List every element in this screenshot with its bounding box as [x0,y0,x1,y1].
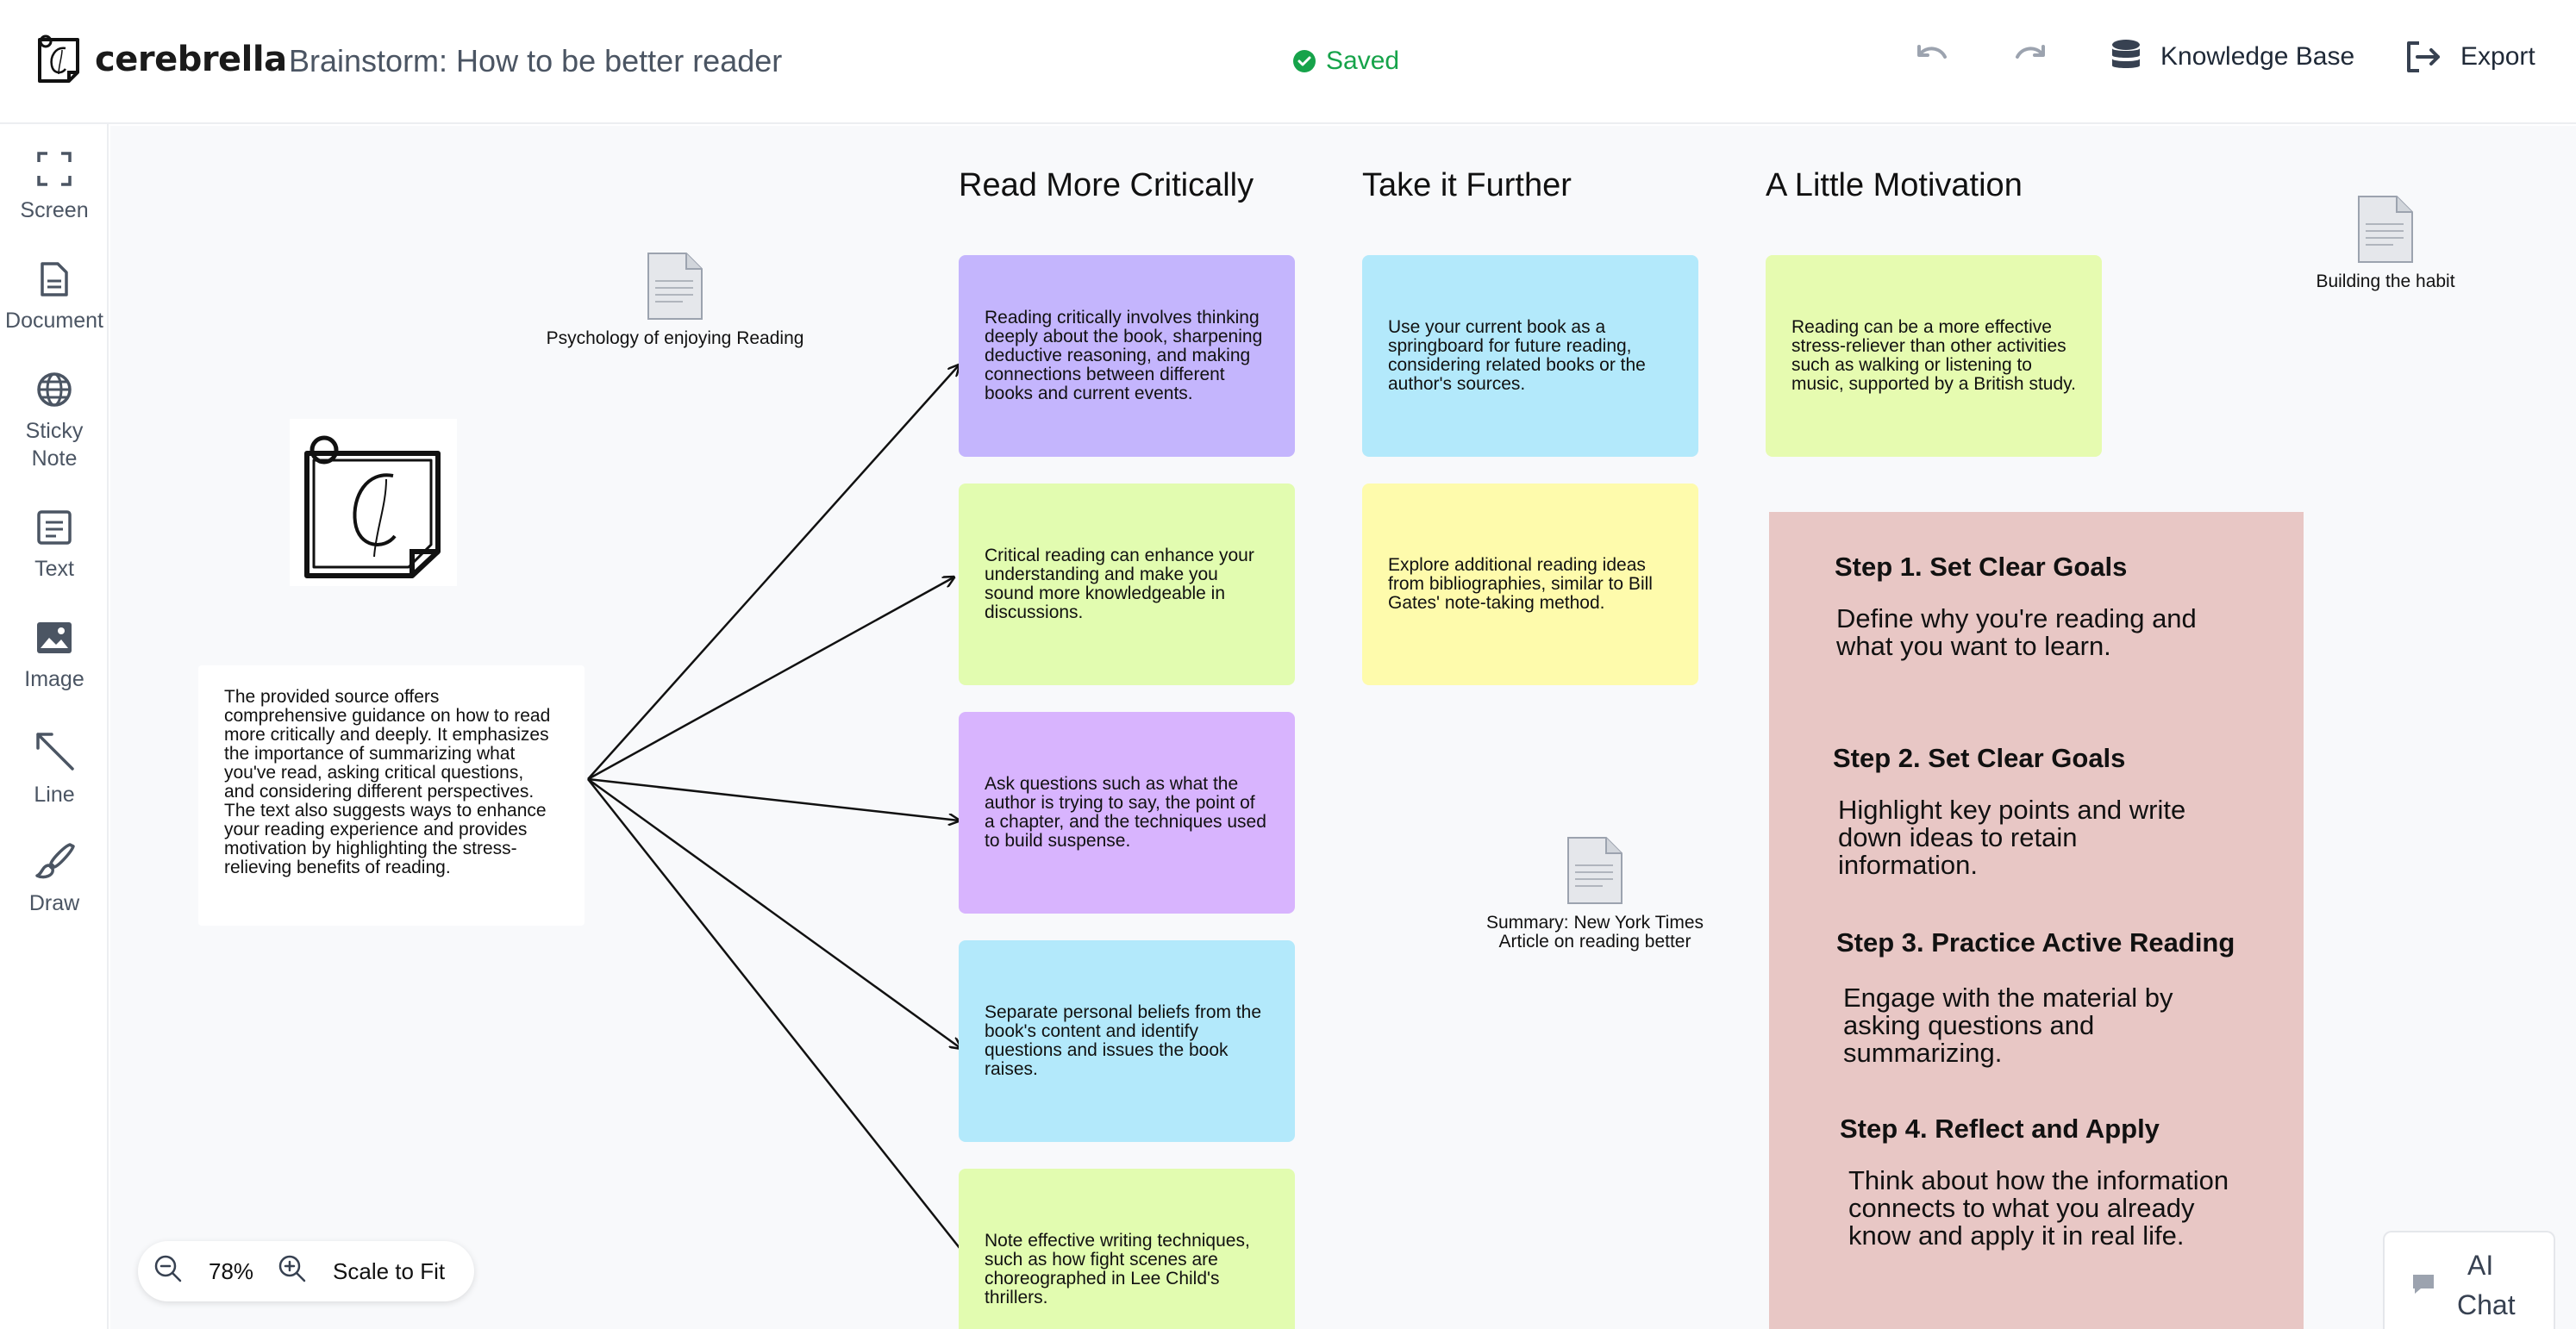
file-icon [1567,837,1623,904]
logo[interactable]: cerebrella [36,34,287,84]
column-heading-critical[interactable]: Read More Critically [959,167,1254,203]
tool-label: Draw [28,891,80,915]
tool-line[interactable]: Line [0,729,109,808]
tool-text[interactable]: Text [0,509,109,583]
redo-icon [2016,45,2045,59]
step-body: Define why you're reading and what you w… [1836,603,2197,661]
cerebrella-logo-icon [38,34,79,83]
save-status: Saved [1293,47,1399,76]
app-header: cerebrella Brainstorm: How to be better … [0,0,2576,124]
sticky-note[interactable]: Reading can be a more effective stress-r… [1766,255,2102,457]
zoom-out-icon [154,1255,182,1282]
document-label: Psychology of enjoying Reading [546,328,804,348]
sticky-note[interactable]: Ask questions such as what the author is… [959,712,1295,914]
undo-button[interactable] [1912,38,1969,78]
export-button[interactable]: Export [2404,38,2535,76]
document-psychology[interactable]: Psychology of enjoying Reading [516,252,835,348]
zoom-in-icon [278,1255,306,1282]
logo-image[interactable] [290,419,457,586]
globe-icon [37,372,72,407]
zoom-controls: 78% Scale to Fit [138,1241,474,1301]
fullscreen-icon [37,152,72,186]
tool-label: Line [34,783,75,807]
document-title[interactable]: Brainstorm: How to be better reader [289,43,783,78]
tool-document[interactable]: Document [0,260,109,334]
export-icon [2407,41,2440,72]
zoom-level: 78% [209,1257,254,1284]
connector-arrows [587,126,2576,1329]
knowledge-base-label: Knowledge Base [2160,42,2355,71]
whiteboard-canvas[interactable]: Read More Critically Take it Further A L… [110,126,2576,1329]
database-icon [2112,40,2140,68]
tool-sidebar: Screen Document Sticky Note Text Image L… [0,124,109,1329]
steps-card[interactable]: Step 1. Set Clear Goals Define why you'r… [1769,512,2304,1329]
tool-label: Note [31,446,78,471]
knowledge-base-button[interactable]: Knowledge Base [2109,38,2354,76]
check-circle-icon [1293,50,1316,72]
step-body: Engage with the material by asking quest… [1843,983,2173,1068]
undo-icon [1917,45,1947,59]
line-arrow-icon [36,733,74,771]
column-heading-motivation[interactable]: A Little Motivation [1766,167,2023,203]
file-icon [647,253,703,320]
export-label: Export [2460,42,2535,71]
cerebrella-logo-icon [304,435,441,578]
image-icon [37,622,72,653]
document-building-habit[interactable]: Building the habit [2286,195,2485,291]
tool-label: Image [24,667,84,691]
sticky-note[interactable]: Critical reading can enhance your unders… [959,484,1295,685]
zoom-in-button[interactable] [278,1254,307,1289]
document-label: Building the habit [2316,271,2455,291]
source-summary-card[interactable]: The provided source offers comprehensive… [198,665,585,926]
logo-text: cerebrella [95,40,287,79]
sticky-note[interactable]: Separate personal beliefs from the book'… [959,940,1295,1142]
step-title: Step 3. Practice Active Reading [1836,927,2235,958]
text-icon [37,510,72,545]
sticky-note[interactable]: Use your current book as a springboard f… [1362,255,1698,457]
sticky-note[interactable]: Note effective writing techniques, such … [959,1169,1295,1329]
ai-chat-label: AI [2467,1250,2494,1281]
step-body: Think about how the information connects… [1848,1165,2229,1251]
ai-chat-label: Chat [2457,1289,2516,1320]
sticky-note[interactable]: Reading critically involves thinking dee… [959,255,1295,457]
document-label: Summary: New York Times Article on readi… [1485,913,1704,952]
brush-icon [35,843,75,879]
zoom-out-button[interactable] [153,1254,183,1289]
sticky-note[interactable]: Explore additional reading ideas from bi… [1362,484,1698,685]
document-nyt-summary[interactable]: Summary: New York Times Article on readi… [1466,836,1724,952]
file-icon [2358,196,2413,263]
document-icon [41,262,68,296]
step-body: Highlight key points and write down idea… [1838,795,2186,880]
tool-label: Sticky [25,419,84,443]
chat-bubble-icon [2413,1275,2434,1294]
column-heading-further[interactable]: Take it Further [1362,167,1572,203]
save-status-text: Saved [1326,47,1400,75]
tool-draw[interactable]: Draw [0,839,109,917]
tool-image[interactable]: Image [0,619,109,693]
ai-chat-button[interactable]: AI Chat [2383,1231,2555,1329]
redo-button[interactable] [2010,38,2067,78]
step-title: Step 4. Reflect and Apply [1840,1114,2160,1144]
tool-label: Text [34,557,74,581]
tool-label: Document [5,309,103,333]
arrow-group [587,365,983,1277]
tool-screen[interactable]: Screen [0,150,109,224]
step-title: Step 1. Set Clear Goals [1835,552,2128,582]
scale-to-fit-button[interactable]: Scale to Fit [333,1257,446,1284]
tool-label: Screen [20,198,89,222]
tool-sticky-note[interactable]: Sticky Note [0,371,109,472]
step-title: Step 2. Set Clear Goals [1833,743,2126,773]
